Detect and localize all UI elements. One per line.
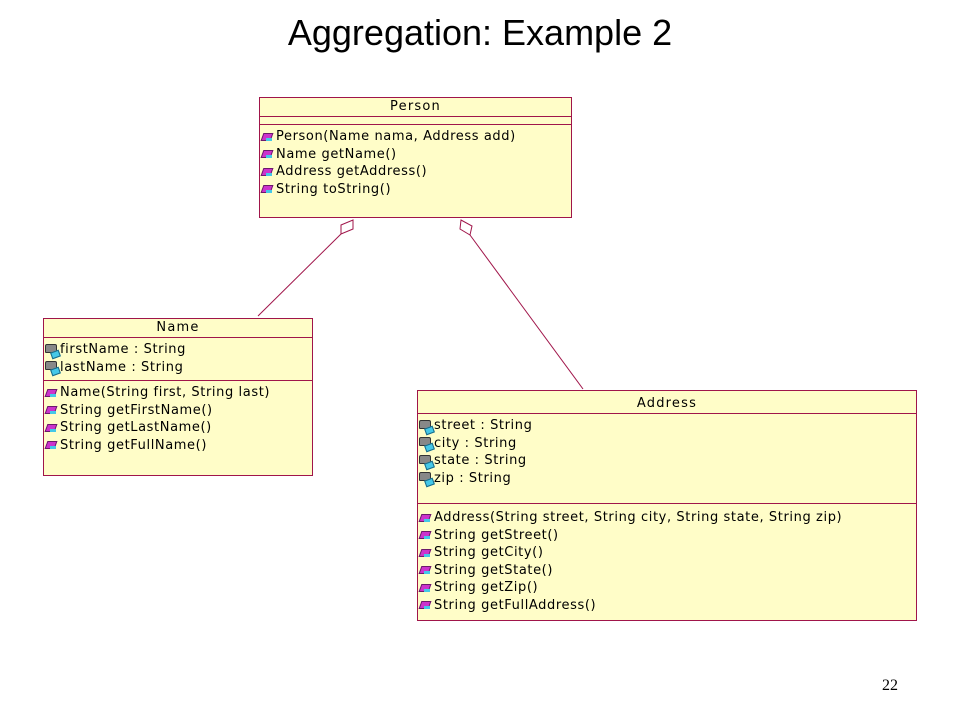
- attribute-row: state : String: [418, 452, 916, 470]
- attribute-section: [260, 117, 571, 125]
- operation-row: String getFullName(): [44, 437, 312, 455]
- operation-section: Address(String street, String city, Stri…: [418, 504, 916, 618]
- aggregation-diamond-address: [459, 219, 473, 236]
- attribute-icon: [44, 360, 58, 374]
- class-name: Name: [44, 319, 312, 338]
- attribute-section: firstName : String lastName : String: [44, 338, 312, 381]
- operation-icon: [260, 165, 274, 179]
- operation-icon: [260, 182, 274, 196]
- operation-icon: [418, 563, 432, 577]
- aggregation-line-address: [469, 234, 584, 390]
- class-person[interactable]: Person Person(Name nama, Address add) Na…: [259, 97, 572, 218]
- attribute-icon: [418, 471, 432, 485]
- operation-icon: [418, 528, 432, 542]
- attribute-row: firstName : String: [44, 341, 312, 359]
- operation-row: Address getAddress(): [260, 163, 571, 181]
- attribute-row: zip : String: [418, 470, 916, 488]
- operation-row: String getLastName(): [44, 419, 312, 437]
- operation-icon: [44, 403, 58, 417]
- class-name-box[interactable]: Name firstName : String lastName : Strin…: [43, 318, 313, 476]
- slide-title: Aggregation: Example 2: [287, 12, 673, 53]
- operation-icon: [418, 511, 432, 525]
- attribute-icon: [418, 436, 432, 450]
- aggregation-diamond-name: [340, 219, 354, 235]
- operation-icon: [44, 438, 58, 452]
- operation-row: Name getName(): [260, 146, 571, 164]
- operation-section: Name(String first, String last) String g…: [44, 381, 312, 458]
- attribute-row: city : String: [418, 435, 916, 453]
- operation-row: String getStreet(): [418, 527, 916, 545]
- operation-row: String toString(): [260, 181, 571, 199]
- operation-row: String getFirstName(): [44, 402, 312, 420]
- operation-icon: [418, 598, 432, 612]
- attribute-row: lastName : String: [44, 359, 312, 377]
- operation-icon: [418, 581, 432, 595]
- attribute-section: street : String city : String state : St…: [418, 414, 916, 504]
- operation-icon: [260, 147, 274, 161]
- operation-section: Person(Name nama, Address add) Name getN…: [260, 125, 571, 202]
- operation-icon: [44, 421, 58, 435]
- aggregation-line-name: [257, 233, 342, 317]
- class-name: Address: [418, 391, 916, 414]
- operation-icon: [44, 386, 58, 400]
- attribute-row: street : String: [418, 417, 916, 435]
- operation-icon: [418, 546, 432, 560]
- operation-row: String getState(): [418, 562, 916, 580]
- operation-row: Person(Name nama, Address add): [260, 128, 571, 146]
- class-address[interactable]: Address street : String city : String st…: [417, 390, 917, 621]
- attribute-icon: [418, 419, 432, 433]
- operation-row: String getZip(): [418, 579, 916, 597]
- operation-row: String getCity(): [418, 544, 916, 562]
- attribute-icon: [44, 343, 58, 357]
- slide-number: 22: [882, 677, 898, 694]
- operation-row: String getFullAddress(): [418, 597, 916, 615]
- operation-row: Name(String first, String last): [44, 384, 312, 402]
- operation-icon: [260, 130, 274, 144]
- class-name: Person: [260, 98, 571, 117]
- attribute-icon: [418, 454, 432, 468]
- operation-row: Address(String street, String city, Stri…: [418, 509, 916, 527]
